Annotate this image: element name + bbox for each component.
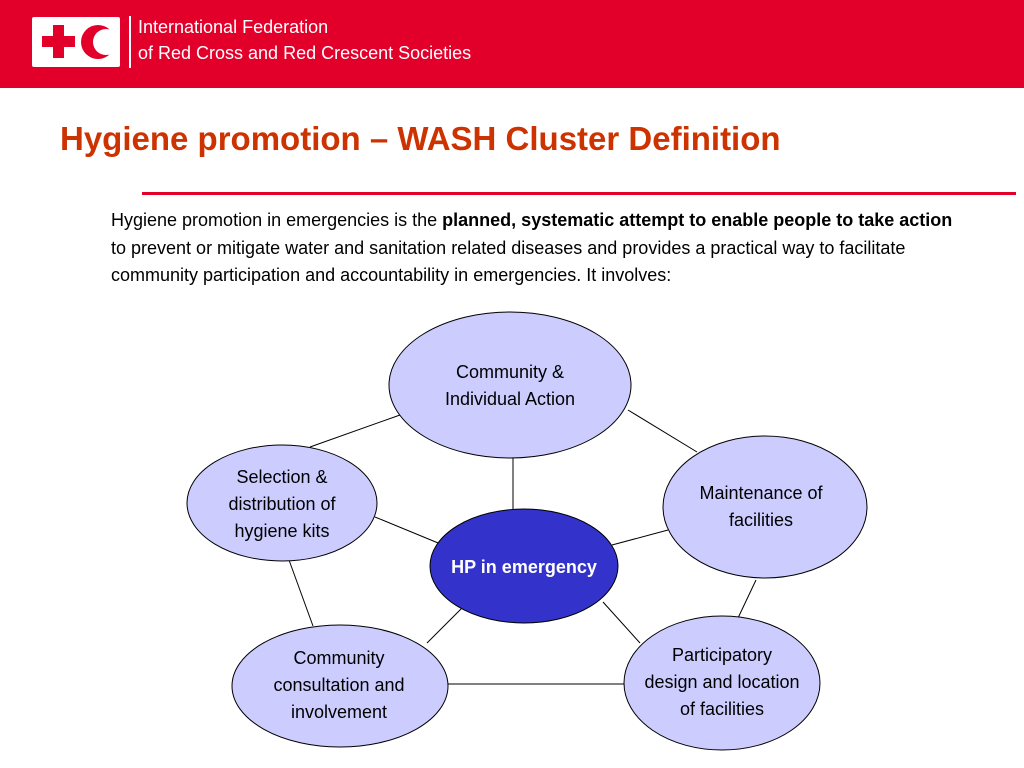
org-name-line1: International Federation — [138, 17, 329, 37]
label-hygiene-kits: Selection & distribution of hygiene kits — [182, 464, 382, 545]
connector-center-bottomright — [602, 601, 641, 644]
label-line: Community & — [455, 362, 565, 382]
label-line: distribution of — [228, 494, 336, 514]
connector-top-right — [627, 409, 698, 453]
header-banner: International Federation of Red Cross an… — [0, 0, 1024, 88]
label-line: consultation and — [273, 675, 405, 695]
label-participatory: Participatory design and location of fac… — [612, 642, 832, 723]
connector-left-center — [374, 516, 444, 546]
node-hygiene-kits — [186, 444, 378, 562]
label-line: involvement — [290, 702, 388, 722]
label-maintenance: Maintenance of facilities — [661, 480, 861, 534]
connector-top-left — [309, 414, 401, 448]
intro-paragraph: Hygiene promotion in emergencies is the … — [111, 207, 956, 290]
connector-right-bottomright — [737, 579, 757, 619]
page-title: Hygiene promotion – WASH Cluster Definit… — [60, 120, 781, 157]
connector-left-bottomleft — [288, 559, 314, 627]
node-maintenance — [662, 435, 868, 579]
label-line: design and location — [644, 672, 800, 692]
node-community-action — [388, 311, 632, 459]
intro-text-part2: to prevent or mitigate water and sanitat… — [111, 237, 906, 286]
label-line: facilities — [728, 510, 794, 530]
node-consultation — [231, 624, 449, 748]
label-community-action: Community & Individual Action — [400, 359, 620, 413]
connector-right-center — [611, 529, 669, 546]
label-consultation: Community consultation and involvement — [229, 645, 449, 726]
title-underline — [142, 192, 1016, 195]
node-center — [429, 508, 619, 624]
connector-center-bottomleft — [426, 606, 464, 644]
label-line: of facilities — [679, 699, 765, 719]
intro-text-part1: Hygiene promotion in emergencies is the — [111, 210, 443, 230]
org-name-line2: of Red Cross and Red Crescent Societies — [138, 43, 472, 63]
logo-divider — [129, 16, 131, 68]
label-line: Participatory — [671, 645, 773, 665]
label-line: Selection & — [236, 467, 328, 487]
node-participatory — [623, 615, 821, 751]
intro-text-bold: planned, systematic attempt to enable pe… — [442, 210, 953, 230]
label-line: Community — [293, 648, 385, 668]
label-line: Individual Action — [444, 389, 576, 409]
center-label: HP in emergency — [451, 557, 597, 577]
label-line: Maintenance of — [699, 483, 823, 503]
red-cross-red-crescent-logo-icon — [32, 17, 120, 67]
label-line: hygiene kits — [234, 521, 330, 541]
